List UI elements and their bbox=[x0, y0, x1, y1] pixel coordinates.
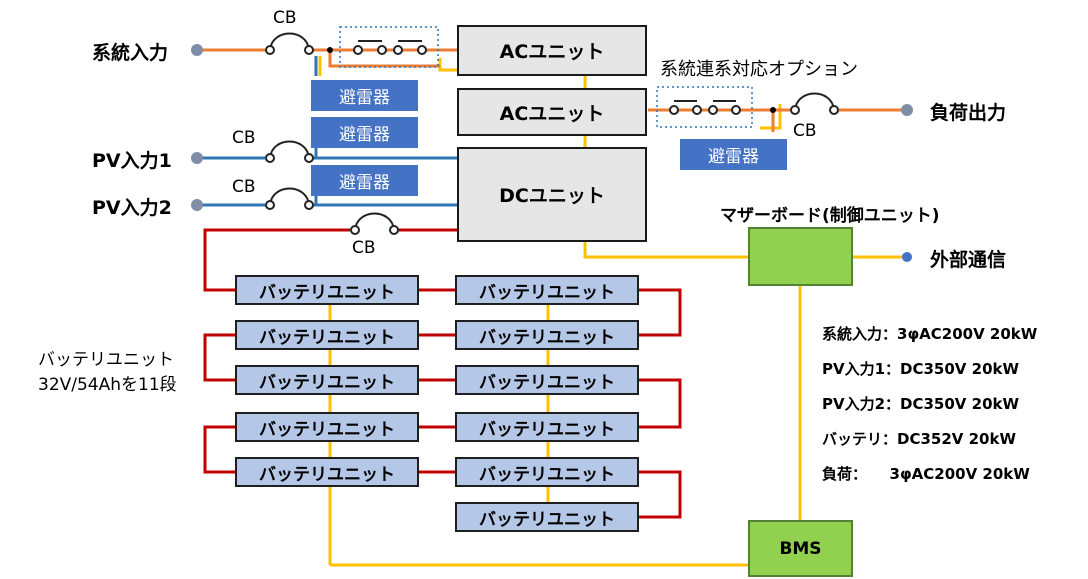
bat-link-2 bbox=[639, 288, 682, 337]
relay-option-2 bbox=[656, 86, 753, 128]
cb-pv2 bbox=[265, 187, 314, 210]
arrester-1: 避雷器 bbox=[311, 80, 418, 111]
battery-unit: バッテリユニット bbox=[235, 412, 419, 442]
battery-unit: バッテリユニット bbox=[455, 275, 639, 305]
terminal-grid-in bbox=[191, 44, 203, 56]
label-load-output: 負荷出力 bbox=[930, 102, 1007, 124]
battery-unit: バッテリユニット bbox=[455, 502, 639, 532]
comm-line-option-1 bbox=[438, 58, 457, 72]
label-cb-grid: CB bbox=[273, 8, 297, 28]
bat-link-4 bbox=[203, 333, 235, 382]
label-pv-input-1: PV入力1 bbox=[92, 150, 172, 172]
spec-pv-input-2: PV入力2：DC350V 20kW bbox=[822, 395, 1020, 413]
bat-link-8 bbox=[203, 425, 235, 474]
terminal-external-comm bbox=[902, 252, 912, 262]
comm-line-arrester-3 bbox=[760, 104, 782, 130]
pv-lines bbox=[200, 56, 457, 207]
label-cb-pv1: CB bbox=[232, 128, 256, 148]
label-grid-input: 系統入力 bbox=[92, 42, 169, 64]
terminal-pv1 bbox=[191, 152, 203, 164]
terminal-load-out bbox=[901, 104, 913, 116]
bat-link-10 bbox=[639, 470, 682, 519]
arrester-4: 避雷器 bbox=[680, 139, 787, 170]
dc-unit: DCユニット bbox=[457, 147, 647, 242]
spec-load: 負荷： 3φAC200V 20kW bbox=[822, 465, 1030, 483]
label-grid-option: 系統連系対応オプション bbox=[660, 59, 858, 80]
label-cb-load: CB bbox=[793, 121, 817, 141]
battery-unit: バッテリユニット bbox=[235, 457, 419, 487]
bat-line-cb-bat1 bbox=[203, 228, 350, 292]
comm-line-bat-bus bbox=[330, 550, 802, 567]
ac-unit-2: ACユニット bbox=[457, 88, 647, 136]
label-battery-note-1: バッテリユニット bbox=[38, 350, 174, 370]
battery-unit: バッテリユニット bbox=[455, 412, 639, 442]
label-motherboard: マザーボード(制御ユニット) bbox=[720, 206, 940, 226]
label-external-comm: 外部通信 bbox=[930, 249, 1007, 271]
cb-battery bbox=[350, 212, 399, 235]
label-cb-battery: CB bbox=[352, 238, 376, 258]
relay-option-1 bbox=[339, 26, 439, 68]
ac-line-bypass bbox=[328, 50, 440, 68]
arrester-2: 避雷器 bbox=[311, 117, 418, 148]
cb-load bbox=[790, 92, 839, 115]
battery-unit: バッテリユニット bbox=[235, 365, 419, 395]
bat-link-6 bbox=[639, 378, 682, 429]
battery-unit: バッテリユニット bbox=[455, 365, 639, 395]
label-pv-input-2: PV入力2 bbox=[92, 197, 172, 219]
bms-box: BMS bbox=[748, 520, 853, 577]
battery-unit: バッテリユニット bbox=[235, 320, 419, 350]
battery-lines bbox=[203, 228, 682, 519]
label-battery-note-2: 32V/54Ahを11段 bbox=[38, 375, 177, 395]
junctions bbox=[327, 47, 776, 113]
battery-unit: バッテリユニット bbox=[455, 457, 639, 487]
spec-grid-input: 系統入力：3φAC200V 20kW bbox=[822, 325, 1038, 343]
spec-pv-input-1: PV入力1：DC350V 20kW bbox=[822, 360, 1020, 378]
ac-unit-1: ACユニット bbox=[457, 25, 647, 76]
battery-unit: バッテリユニット bbox=[235, 275, 419, 305]
cb-grid bbox=[265, 32, 314, 55]
breakers bbox=[265, 32, 839, 235]
arrester-3: 避雷器 bbox=[311, 165, 418, 196]
battery-unit: バッテリユニット bbox=[455, 320, 639, 350]
spec-battery: バッテリ：DC352V 20kW bbox=[822, 430, 1016, 448]
label-cb-pv2: CB bbox=[232, 177, 256, 197]
cb-pv1 bbox=[265, 140, 314, 163]
terminal-pv2 bbox=[191, 199, 203, 211]
motherboard-box bbox=[748, 227, 853, 286]
terminals bbox=[191, 44, 913, 211]
comm-line-dc-board bbox=[583, 242, 748, 259]
